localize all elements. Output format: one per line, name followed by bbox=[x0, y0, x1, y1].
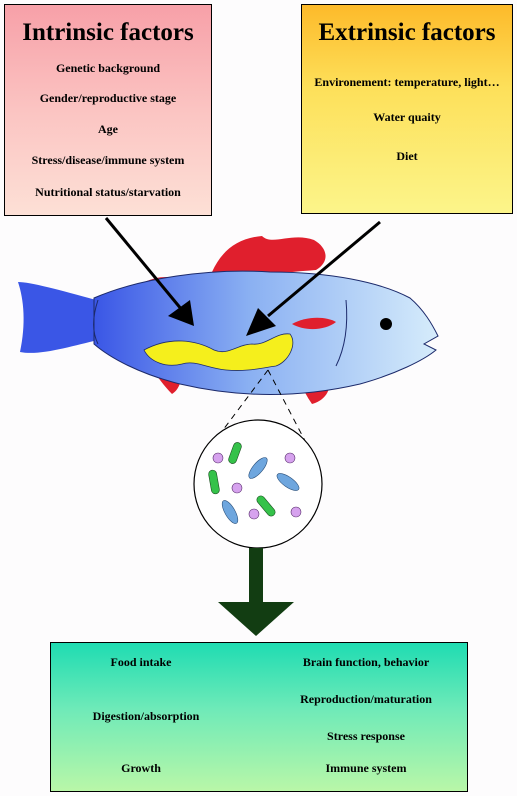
coccus-5 bbox=[290, 506, 302, 518]
gut bbox=[143, 333, 294, 371]
intrinsic-item-genetic: Genetic background bbox=[55, 61, 161, 75]
fish-body bbox=[93, 270, 439, 395]
outcome-digestion: Digestion/absorption bbox=[92, 709, 200, 723]
bacterium-blue-2 bbox=[276, 473, 300, 491]
extrinsic-item-water: Water quaity bbox=[373, 110, 441, 124]
coccus-4 bbox=[248, 508, 260, 520]
outcome-stress-response: Stress response bbox=[327, 729, 405, 743]
coccus-1 bbox=[212, 452, 224, 464]
bacterium-green-1 bbox=[228, 442, 242, 464]
dorsal-fin bbox=[212, 236, 326, 282]
outcomes-box: Food intake Digestion/absorption Growth … bbox=[50, 642, 468, 792]
outcome-reproduction: Reproduction/maturation bbox=[300, 692, 432, 706]
intrinsic-factors-title: Intrinsic factors bbox=[22, 19, 194, 46]
intrinsic-item-age: Age bbox=[98, 122, 118, 136]
intrinsic-item-nutrition: Nutritional status/starvation bbox=[35, 185, 181, 199]
extrinsic-factors-title: Extrinsic factors bbox=[318, 19, 496, 46]
intrinsic-item-stress: Stress/disease/immune system bbox=[31, 153, 185, 167]
extrinsic-item-diet: Diet bbox=[396, 149, 418, 163]
intrinsic-factors-box: Intrinsic factors Genetic background Gen… bbox=[4, 4, 212, 216]
gill-line bbox=[335, 299, 348, 367]
outcome-brain-function: Brain function, behavior bbox=[302, 655, 430, 669]
bacterium-blue-3 bbox=[221, 500, 239, 524]
outcome-food-intake: Food intake bbox=[110, 655, 172, 669]
extrinsic-arrow-head bbox=[246, 308, 276, 336]
outcome-growth: Growth bbox=[121, 761, 161, 775]
tail bbox=[18, 282, 98, 353]
down-arrow-head bbox=[218, 602, 294, 636]
pectoral-fin bbox=[292, 317, 336, 330]
down-arrow-shaft bbox=[249, 548, 263, 604]
intrinsic-item-gender: Gender/reproductive stage bbox=[39, 91, 177, 105]
bacterium-green-3 bbox=[256, 495, 276, 517]
coccus-3 bbox=[231, 482, 243, 494]
extrinsic-arrow-line bbox=[267, 220, 381, 318]
outcome-immune-system: Immune system bbox=[325, 761, 407, 775]
intrinsic-arrow-head bbox=[168, 300, 194, 326]
intrinsic-arrow-line bbox=[104, 217, 184, 311]
bacterium-blue-1 bbox=[248, 457, 268, 479]
tail-segment-line bbox=[93, 299, 99, 345]
extrinsic-factors-box: Extrinsic factors Environement: temperat… bbox=[301, 4, 513, 214]
coccus-2 bbox=[284, 452, 296, 464]
fish-eye bbox=[380, 318, 392, 330]
extrinsic-item-environment: Environement: temperature, light… bbox=[314, 75, 500, 89]
bacterium-green-2 bbox=[208, 469, 220, 495]
